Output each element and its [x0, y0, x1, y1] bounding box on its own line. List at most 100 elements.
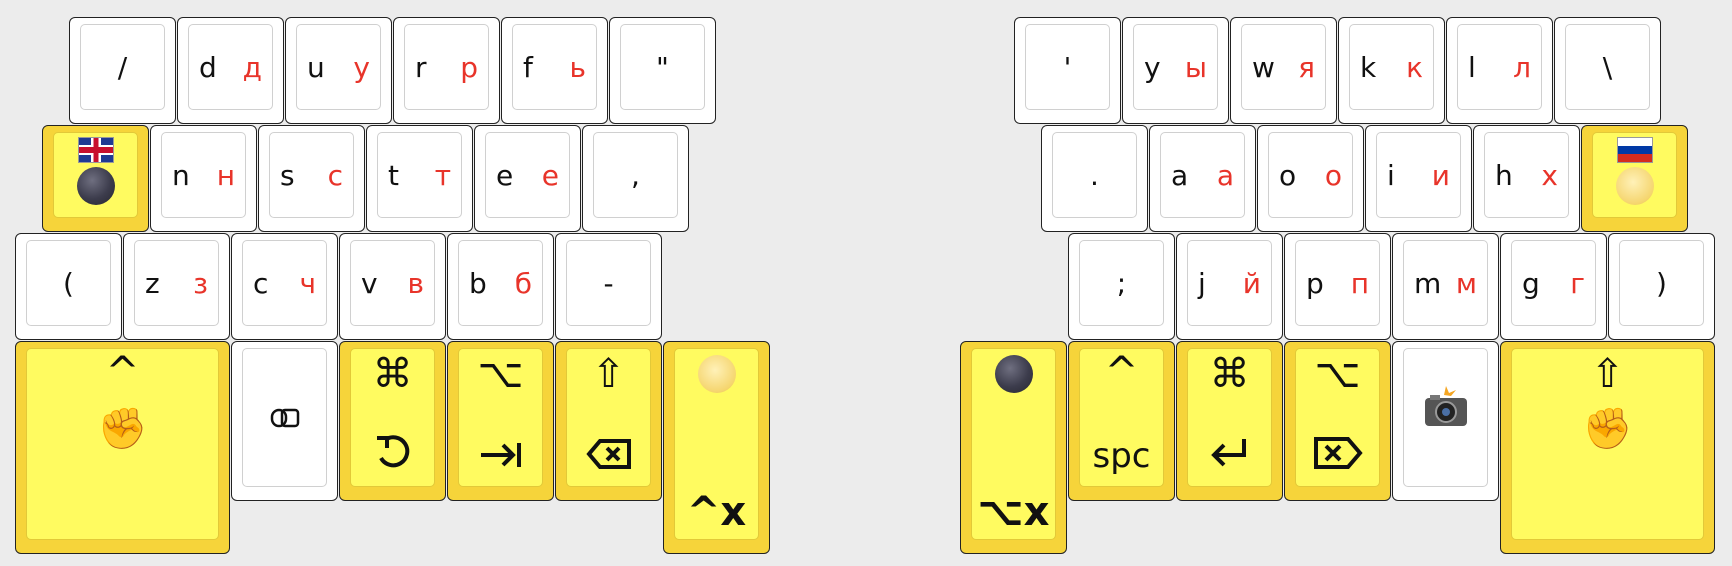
key-quote[interactable]: " [609, 17, 716, 124]
key-label-ru: у [353, 50, 370, 84]
key-rparen[interactable]: ) [1608, 233, 1715, 340]
key-semicolon[interactable]: ; [1068, 233, 1175, 340]
key-shift-backspace[interactable]: ⇧ [555, 341, 662, 501]
key-label: e [496, 158, 514, 192]
key-label-ru: л [1513, 50, 1531, 84]
key-label-ru: т [434, 158, 451, 192]
cmd-label: ⌘ [1209, 351, 1250, 397]
alt-x-label: ⌥x [977, 489, 1050, 535]
key-backslash[interactable]: \ [1554, 17, 1661, 124]
key-layer-ru[interactable] [1581, 125, 1688, 232]
key-cmd-enter[interactable]: ⌘ [1176, 341, 1283, 501]
shift-label: ⇧ [1590, 351, 1625, 397]
key-label-ru: к [1406, 50, 1423, 84]
key-label: w [1252, 50, 1275, 84]
ctrl-x-label: ^x [686, 489, 747, 535]
key-ctrl-x-layer[interactable]: ^x [663, 341, 770, 554]
key-shift-right[interactable]: ⇧ ✊ [1500, 341, 1715, 554]
key-alt-x-layer[interactable]: ⌥x [960, 341, 1067, 554]
key-period[interactable]: . [1041, 125, 1148, 232]
key-alt-tab[interactable]: ⌥ [447, 341, 554, 501]
key-label-ru: й [1242, 266, 1261, 300]
key-apostrophe[interactable]: ' [1014, 17, 1121, 124]
key-label: ' [1063, 50, 1072, 84]
key-label: " [656, 50, 669, 84]
key-label: c [253, 266, 269, 300]
key-label: h [1495, 158, 1513, 192]
key-label-ru: ч [299, 266, 316, 300]
caps-word-icon [243, 349, 326, 486]
key-slash[interactable]: / [69, 17, 176, 124]
key-label-ru: ы [1184, 50, 1207, 84]
key-label-ru: а [1216, 158, 1234, 192]
key-label: \ [1602, 50, 1613, 84]
key-label: p [1306, 266, 1324, 300]
key-label: - [603, 266, 614, 300]
key-label: v [361, 266, 378, 300]
enter-icon [1188, 436, 1271, 474]
key-label-ru: х [1541, 158, 1558, 192]
tab-icon [459, 440, 542, 474]
key-label: a [1171, 158, 1189, 192]
cmd-label: ⌘ [372, 351, 413, 397]
ctrl-label: ^ [105, 349, 140, 395]
key-lparen[interactable]: ( [15, 233, 122, 340]
new-moon-icon [76, 167, 115, 205]
backspace-icon [567, 438, 650, 474]
key-caps-word[interactable] [231, 341, 338, 501]
full-moon-icon [1615, 167, 1654, 205]
fist-icon: ✊ [1582, 406, 1633, 452]
new-moon-icon [994, 355, 1033, 393]
key-label: f [523, 50, 533, 84]
key-label: g [1522, 266, 1540, 300]
key-alt-delete[interactable]: ⌥ [1284, 341, 1391, 501]
key-label: t [388, 158, 399, 192]
key-ctrl-left[interactable]: ^ ✊ [15, 341, 230, 554]
key-label-ru: о [1324, 158, 1342, 192]
key-label: ; [1116, 266, 1127, 300]
full-moon-icon [697, 355, 736, 393]
key-label: d [199, 50, 217, 84]
key-label: i [1387, 158, 1395, 192]
space-label: spc [1092, 436, 1151, 476]
key-layer-en[interactable] [42, 125, 149, 232]
key-label-ru: н [216, 158, 235, 192]
key-screenshot[interactable] [1392, 341, 1499, 501]
key-comma[interactable]: , [582, 125, 689, 232]
key-cmd-undo[interactable]: ⌘ [339, 341, 446, 501]
alt-label: ⌥ [1314, 351, 1361, 397]
key-label: o [1279, 158, 1297, 192]
key-ctrl-space[interactable]: ^ spc [1068, 341, 1175, 501]
key-minus[interactable]: - [555, 233, 662, 340]
russia-flag-icon [1616, 137, 1653, 163]
key-label-ru: ь [569, 50, 586, 84]
key-label-ru: я [1298, 50, 1315, 84]
key-label: l [1468, 50, 1476, 84]
key-label: z [145, 266, 160, 300]
key-label: b [469, 266, 487, 300]
